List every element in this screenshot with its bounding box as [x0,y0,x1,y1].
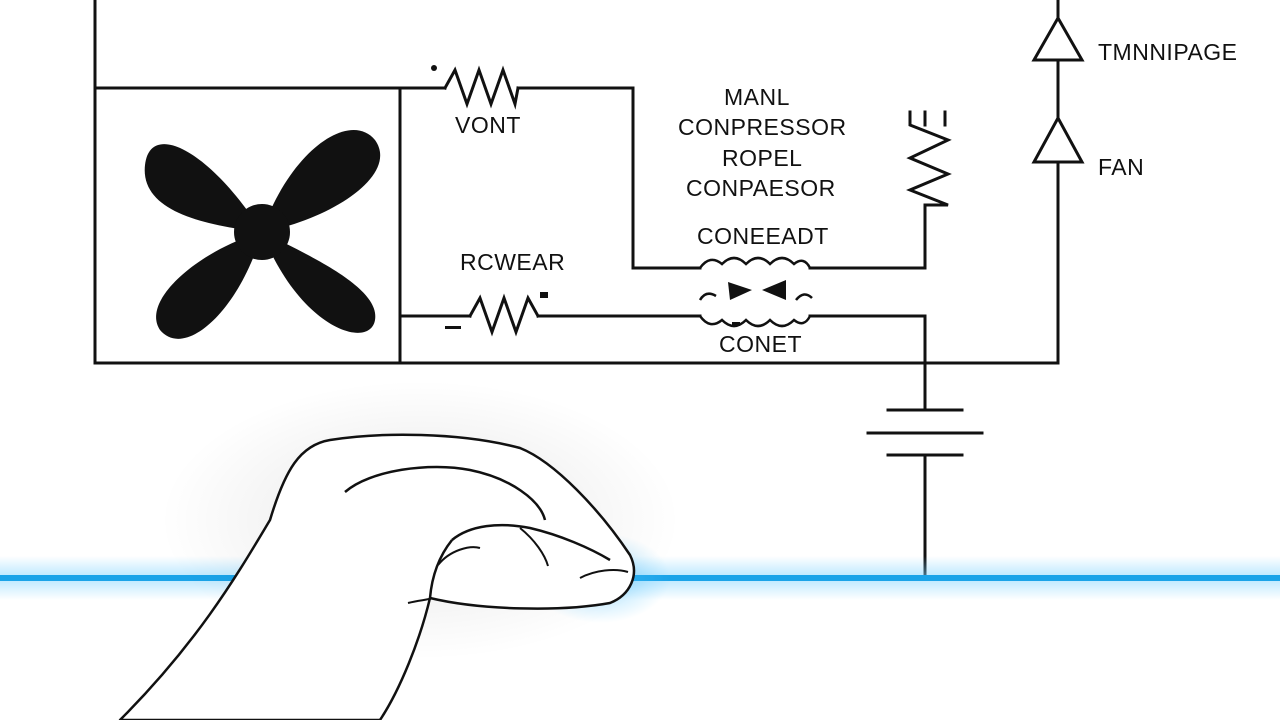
label-resistor-top: VONT [455,112,521,138]
labels: TMNNIPAGE FAN VONT MANL CONPRESSOR ROPEL… [455,39,1238,357]
label-compressor-4: CONPAESOR [686,175,836,201]
wiring [93,0,1060,577]
fan-icon [144,130,381,339]
label-fan: FAN [1098,154,1144,180]
resistor-right [906,110,952,207]
resistor-bottom [445,292,548,337]
label-compressor-3: ROPEL [722,145,802,171]
label-contact-bottom: CONET [719,331,802,357]
label-resistor-bottom: RCWEAR [460,249,565,275]
label-contact-top: CONEEADT [697,223,829,249]
label-compressor-1: MANL [724,84,790,110]
label-compressor-2: CONPRESSOR [678,114,847,140]
contact-element [698,256,813,328]
diode-top [1031,14,1085,62]
hand-illustration [118,380,680,720]
resistor-top [431,65,520,110]
diode-fan [1031,114,1085,164]
label-top-right: TMNNIPAGE [1098,39,1238,65]
